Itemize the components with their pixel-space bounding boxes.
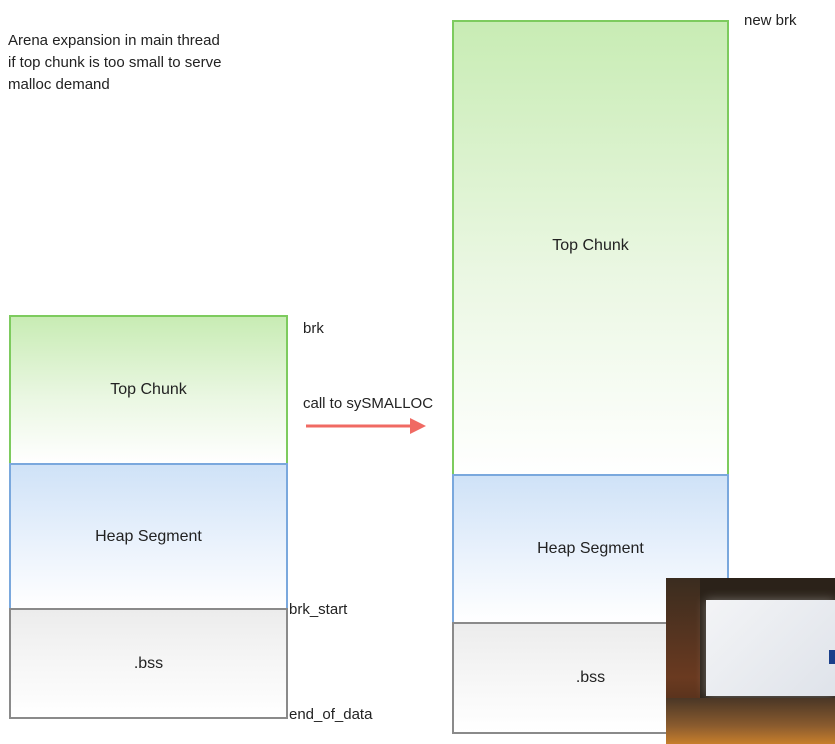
left-bss-block: .bss	[9, 608, 288, 719]
right-bss-label: .bss	[575, 669, 606, 686]
right-heap-segment-label: Heap Segment	[537, 540, 644, 557]
presenter-camera-thumbnail	[666, 578, 835, 744]
brk-start-label: brk_start	[289, 601, 348, 618]
right-top-chunk-block: Top Chunk	[452, 20, 729, 476]
photo-floor	[666, 698, 835, 744]
left-top-chunk-label: Top Chunk	[110, 381, 187, 398]
diagram-caption: Arena expansion in main thread if top ch…	[8, 32, 222, 93]
right-top-chunk-label: Top Chunk	[552, 237, 629, 254]
brk-label: brk	[303, 320, 324, 337]
left-bss-label: .bss	[133, 654, 164, 672]
left-heap-segment-block: Heap Segment	[9, 463, 288, 610]
left-heap-segment-label: Heap Segment	[95, 527, 202, 545]
new-brk-label: new brk	[744, 12, 797, 29]
photo-projection-screen	[706, 600, 835, 696]
transition-arrow	[306, 418, 426, 434]
left-top-chunk-block: Top Chunk	[9, 315, 288, 465]
end-of-data-label: end_of_data	[289, 706, 373, 723]
transition-label: call to sySMALLOC	[303, 395, 434, 412]
arrow-head	[410, 418, 426, 434]
photo-screen-marker	[829, 650, 835, 664]
